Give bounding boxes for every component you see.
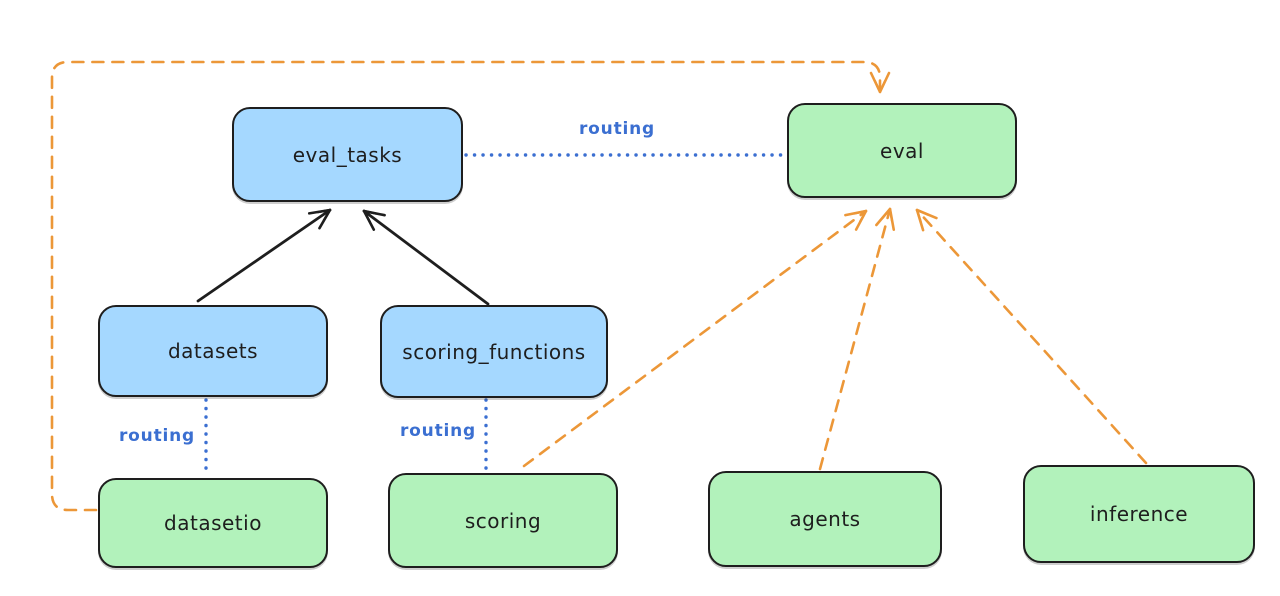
edge-scoring-to-eval <box>522 209 868 468</box>
node-agents: agents <box>708 471 942 567</box>
node-eval-label: eval <box>880 138 924 163</box>
node-scoring-functions: scoring_functions <box>380 305 608 398</box>
node-datasetio-label: datasetio <box>164 511 262 535</box>
node-datasets: datasets <box>98 305 328 397</box>
node-datasetio: datasetio <box>98 478 328 568</box>
node-scoring-functions-label: scoring_functions <box>402 339 586 364</box>
node-inference: inference <box>1023 465 1255 563</box>
node-inference-label: inference <box>1089 502 1189 526</box>
edge-inference-to-eval <box>915 208 1148 465</box>
node-eval: eval <box>787 103 1017 198</box>
edge-datasets-to-eval-tasks <box>196 208 332 303</box>
edge-agents-to-eval <box>818 207 896 471</box>
edge-label-routing-datasets-datasetio: routing <box>119 426 195 446</box>
node-scoring-label: scoring <box>464 508 542 533</box>
node-eval-tasks: eval_tasks <box>232 107 463 202</box>
edge-scoring-functions-to-eval-tasks <box>362 209 490 306</box>
node-datasets-label: datasets <box>167 339 259 363</box>
node-agents-label: agents <box>789 507 861 531</box>
node-eval-tasks-label: eval_tasks <box>292 142 403 167</box>
edge-datasetio-to-eval <box>50 60 891 512</box>
edge-label-routing-scoring-functions-scoring: routing <box>400 421 476 441</box>
node-scoring: scoring <box>388 473 618 568</box>
edge-label-routing-eval-tasks-eval: routing <box>579 119 655 139</box>
